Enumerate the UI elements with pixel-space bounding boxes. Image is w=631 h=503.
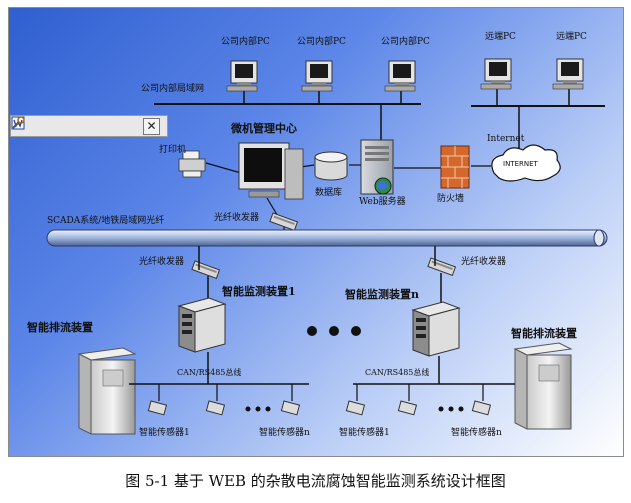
close-icon[interactable]: ✕ <box>143 117 160 135</box>
sensor-left-1-label: 智能传感器1 <box>139 428 190 438</box>
drain-device-right-label: 智能排流装置 <box>511 327 577 340</box>
fiber-transceiver-top-icon <box>269 212 299 231</box>
company-lan-line <box>154 88 421 148</box>
can-bus-left-label: CAN/RS485总线 <box>177 368 242 377</box>
company-pc-3-label: 公司内部PC <box>381 37 430 47</box>
firewall-label: 防火墙 <box>437 194 465 204</box>
remote-pc-2-icon <box>552 58 584 90</box>
remote-pc-1-icon <box>480 58 512 90</box>
fiber-transceiver-left-icon <box>191 260 221 279</box>
drain-device-left-label: 智能排流装置 <box>27 321 93 334</box>
copy-icon[interactable] <box>11 116 53 134</box>
sensor-left-1-icon <box>147 400 168 416</box>
can-bus-right-line <box>353 356 515 401</box>
sensor-right-2-icon <box>397 400 418 416</box>
print-icon[interactable] <box>11 116 74 134</box>
remote-pc-1-label: 远端PC <box>485 32 516 42</box>
drain-device-right-icon <box>513 342 573 430</box>
printer-label: 打印机 <box>159 145 187 155</box>
sensor-right-n-icon <box>471 400 492 416</box>
sensor-right-1-icon <box>345 400 366 416</box>
monitor-device-n-icon <box>411 301 461 357</box>
can-bus-right-label: CAN/RS485总线 <box>365 368 430 377</box>
tools-icon[interactable] <box>12 116 137 134</box>
sensor-ellipsis-left <box>245 406 271 412</box>
monitor-device-n-label: 智能监测装置n <box>345 288 419 301</box>
fiber-transceiver-right-icon <box>427 257 457 276</box>
monitor-device-1-icon <box>177 297 227 353</box>
firewall-icon <box>440 145 470 189</box>
figure-caption: 图 5-1 基于 WEB 的杂散电流腐蚀智能监测系统设计框图 <box>125 472 506 490</box>
database-icon <box>314 151 348 181</box>
company-pc-1-label: 公司内部PC <box>221 37 270 47</box>
company-pc-2-label: 公司内部PC <box>297 37 346 47</box>
scada-bus-label: SCADA系统/地铁局域网光纤 <box>47 216 165 226</box>
sensor-right-n-label: 智能传感器n <box>451 428 502 438</box>
monitor-device-1-label: 智能监测装置1 <box>222 285 296 298</box>
sensor-left-2-icon <box>205 400 226 416</box>
can-bus-left-line <box>129 352 309 401</box>
device-ellipsis <box>307 326 361 336</box>
web-server-label: Web服务器 <box>359 197 406 207</box>
image-toolbar: ✕ <box>10 115 168 137</box>
sensor-right-1-label: 智能传感器1 <box>339 428 390 438</box>
company-pc-3-icon <box>384 60 416 92</box>
sensor-left-n-icon <box>280 400 301 416</box>
mgmt-center-label: 微机管理中心 <box>231 122 297 135</box>
fiber-transceiver-top-label: 光纤收发器 <box>214 213 260 223</box>
company-pc-2-icon <box>301 60 333 92</box>
printer-icon <box>178 150 206 178</box>
remote-pc-2-label: 远端PC <box>556 32 587 42</box>
system-diagram: 公司内部PC 公司内部PC 公司内部PC 远端PC 远端PC 公司内部局域网 I… <box>8 7 624 457</box>
remote-lan-line <box>471 88 605 153</box>
web-server-icon <box>360 139 394 195</box>
internet-label: Internet <box>487 134 525 144</box>
fiber-transceiver-left-label: 光纤收发器 <box>139 257 185 267</box>
drain-device-left-icon <box>77 347 137 435</box>
company-lan-label: 公司内部局域网 <box>141 84 205 94</box>
internet-cloud-label: INTERNET <box>503 160 538 168</box>
bus-drops <box>198 246 442 304</box>
diagram-canvas <box>46 58 608 435</box>
mgmt-workstation-icon <box>238 142 304 200</box>
word-icon[interactable] <box>11 116 116 134</box>
company-pc-1-icon <box>226 60 258 92</box>
scada-bus-pipe <box>46 229 608 247</box>
internet-cloud-icon <box>491 144 561 182</box>
sensor-left-n-label: 智能传感器n <box>259 428 310 438</box>
database-label: 数据库 <box>315 188 343 198</box>
sensor-ellipsis-right <box>438 406 464 412</box>
preview-icon[interactable] <box>11 117 95 134</box>
fiber-transceiver-right-label: 光纤收发器 <box>461 257 507 267</box>
